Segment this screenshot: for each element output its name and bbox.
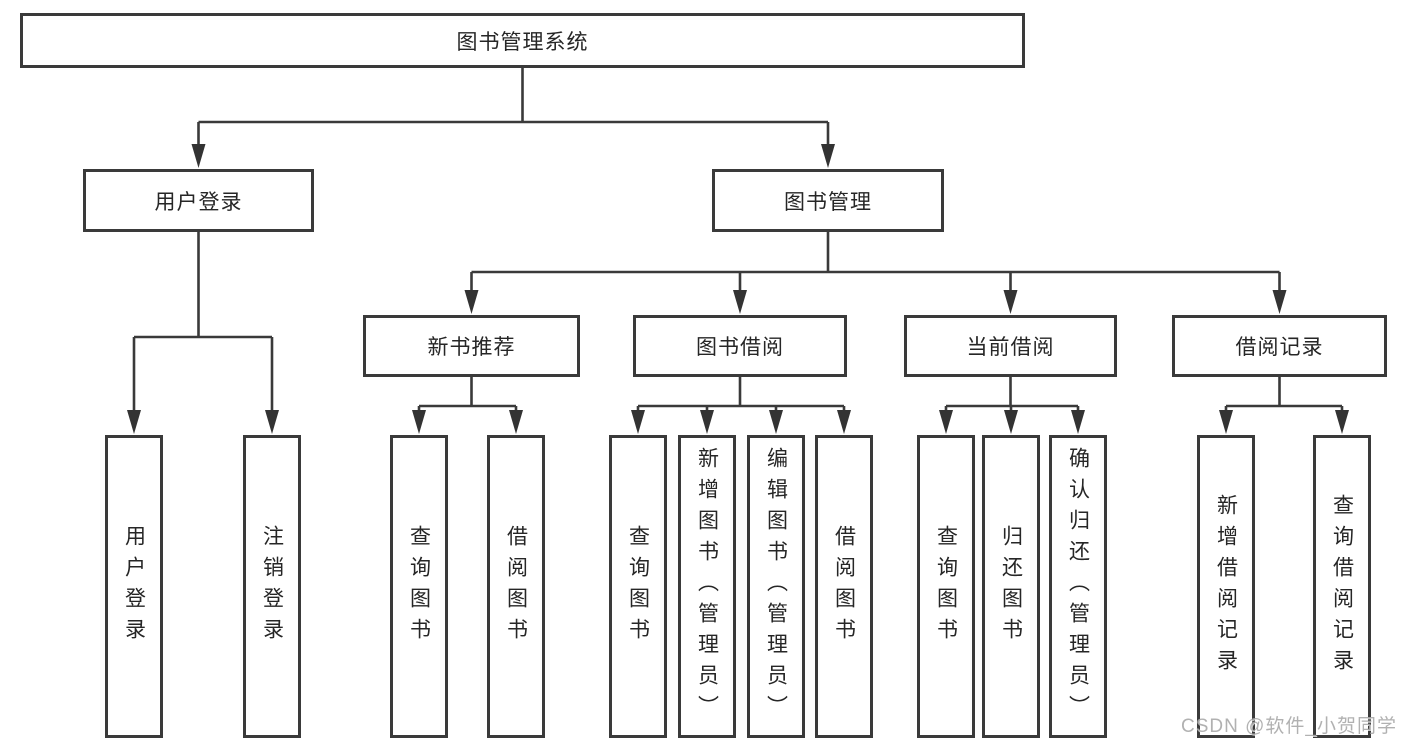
node-label: 图书管理 <box>784 190 872 214</box>
node-label: 图书管理系统 <box>456 30 589 54</box>
node-book-borrowing: 图书借阅 <box>633 315 847 377</box>
leaf-user-login: 用户登录 <box>105 435 163 738</box>
node-label: 归还图书 <box>999 524 1023 649</box>
node-user-login: 用户登录 <box>83 169 314 232</box>
node-new-book-recommendation: 新书推荐 <box>363 315 580 377</box>
leaf-borrow-books-borrow: 借阅图书 <box>815 435 873 738</box>
node-label: 用户登录 <box>154 190 243 214</box>
leaf-add-borrow-record: 新增借阅记录 <box>1197 435 1255 738</box>
node-label: 新增借阅记录 <box>1214 493 1238 680</box>
node-label: 新增图书（管理员） <box>695 447 719 726</box>
node-book-management-system: 图书管理系统 <box>20 13 1025 68</box>
node-label: 查询借阅记录 <box>1330 493 1354 680</box>
leaf-edit-book-admin: 编辑图书（管理员） <box>747 435 805 738</box>
leaf-confirm-return-admin: 确认归还（管理员） <box>1049 435 1107 738</box>
leaf-add-book-admin: 新增图书（管理员） <box>678 435 736 738</box>
leaf-return-books: 归还图书 <box>982 435 1040 738</box>
leaf-logout: 注销登录 <box>243 435 301 738</box>
node-label: 查询图书 <box>934 524 958 649</box>
arrow-heads <box>127 144 1349 434</box>
node-label: 当前借阅 <box>966 336 1055 359</box>
node-borrowing-records: 借阅记录 <box>1172 315 1387 377</box>
node-book-management: 图书管理 <box>712 169 944 232</box>
node-label: 借阅记录 <box>1235 336 1324 359</box>
leaf-query-borrow-record: 查询借阅记录 <box>1313 435 1371 738</box>
node-current-borrowing: 当前借阅 <box>904 315 1117 377</box>
leaf-query-books-current: 查询图书 <box>917 435 975 738</box>
node-label: 图书借阅 <box>696 336 784 359</box>
node-label: 确认归还（管理员） <box>1066 447 1090 726</box>
leaf-query-books-recommend: 查询图书 <box>390 435 448 738</box>
node-label: 编辑图书（管理员） <box>764 447 788 726</box>
leaf-query-books-borrow: 查询图书 <box>609 435 667 738</box>
node-label: 注销登录 <box>260 524 284 649</box>
node-label: 查询图书 <box>407 524 431 649</box>
node-label: 查询图书 <box>626 524 650 649</box>
csdn-watermark: CSDN @软件_小贺同学 <box>1181 716 1397 737</box>
node-label: 借阅图书 <box>832 524 856 649</box>
node-label: 新书推荐 <box>427 336 516 359</box>
leaf-borrow-books-recommend: 借阅图书 <box>487 435 545 738</box>
node-label: 借阅图书 <box>504 524 528 649</box>
node-label: 用户登录 <box>122 524 146 649</box>
